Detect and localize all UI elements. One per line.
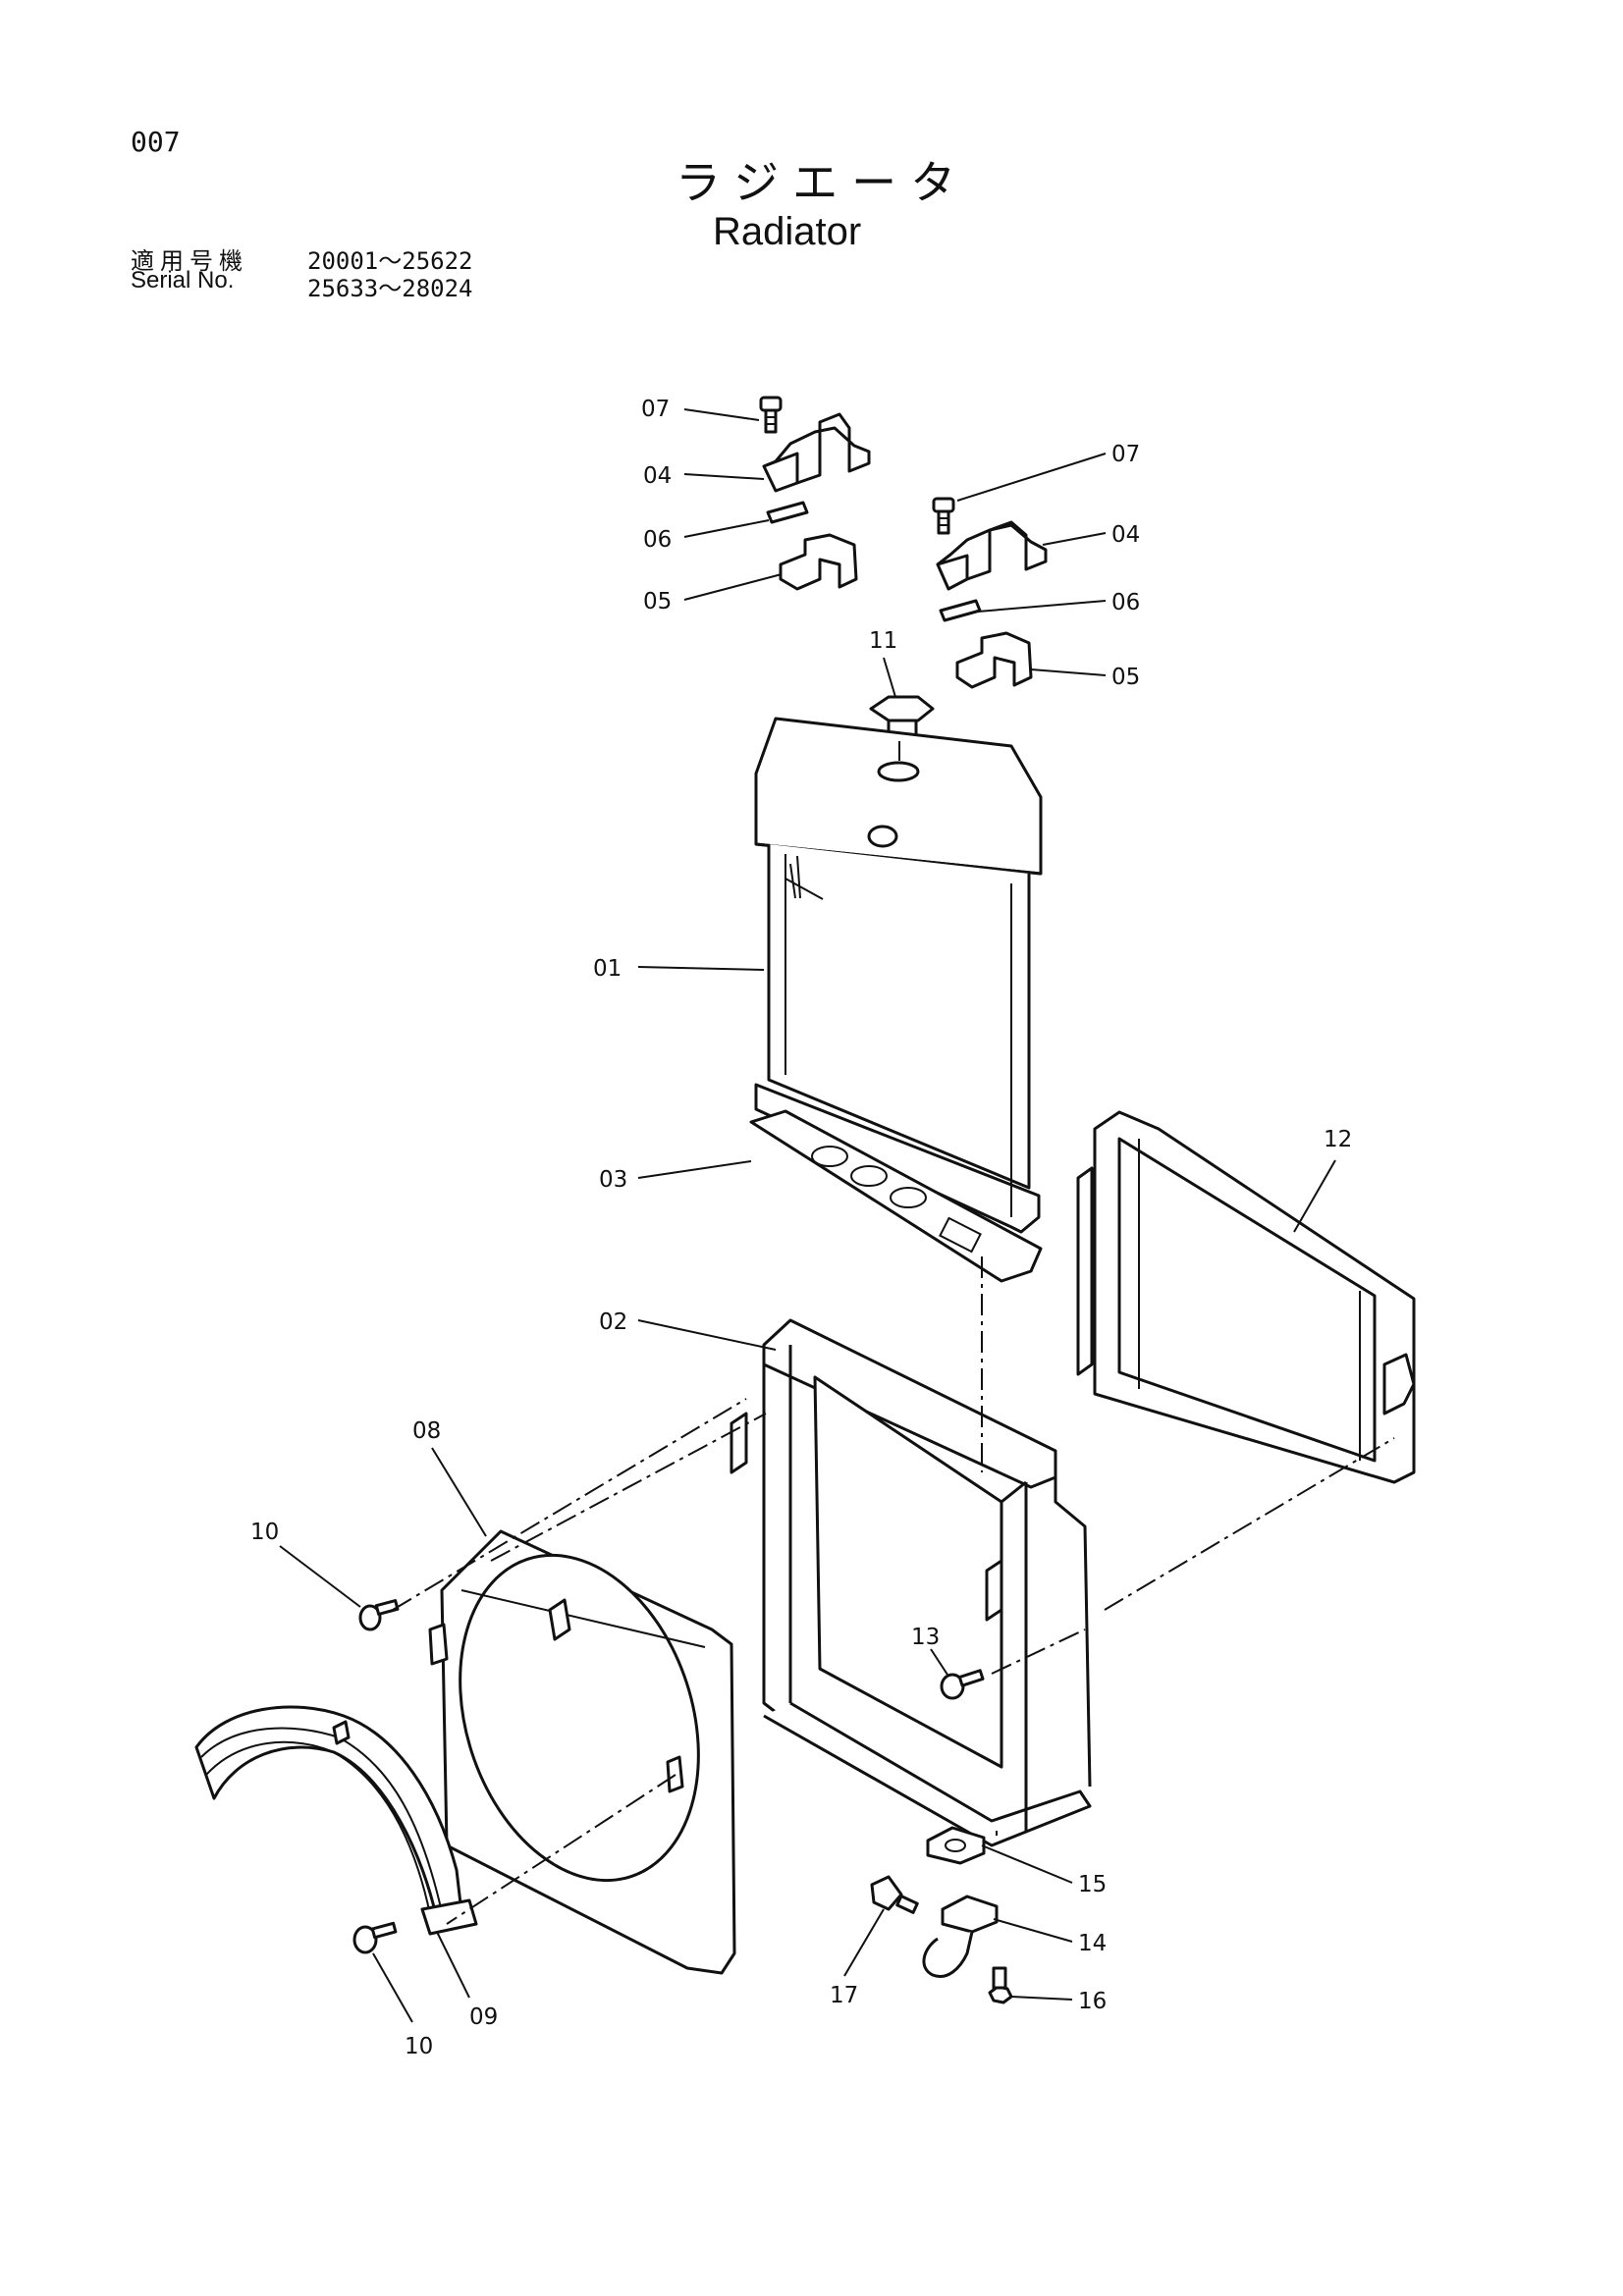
drain-valve-17 (870, 1875, 919, 1914)
serial-label-english: Serial No. (131, 267, 235, 294)
elbow-14 (922, 1895, 999, 1978)
page-title-japanese: ラジエータ (676, 156, 970, 209)
callout-03: 03 (599, 1167, 627, 1193)
callout-16: 16 (1078, 1989, 1107, 2014)
rubber-05-right (955, 631, 1033, 689)
callout-labels: 07 04 06 05 07 04 06 05 11 01 03 02 08 1… (250, 397, 1352, 2059)
callout-17: 17 (830, 1983, 858, 2008)
serial-label-japanese: 適用号機 (131, 247, 248, 275)
callout-02: 02 (599, 1309, 627, 1335)
serial-range-1: 20001～25622 (307, 247, 473, 275)
oil-cooler-12 (1076, 1110, 1416, 1484)
callout-14: 14 (1078, 1931, 1107, 1956)
fan-shroud-08 (428, 1529, 736, 1975)
shim-06-left (766, 501, 809, 524)
callout-11: 11 (869, 628, 897, 654)
shroud-frame-02 (730, 1318, 1092, 1847)
clamp-04-left (762, 412, 871, 493)
page-title-english: Radiator (713, 210, 862, 253)
bolt-07-left (759, 396, 783, 434)
shim-06-right (939, 599, 982, 622)
callout-12: 12 (1324, 1127, 1352, 1152)
gasket-15 (926, 1826, 986, 1865)
leader-lines (279, 408, 1336, 2023)
bolt-13 (940, 1669, 985, 1700)
callout-05-right: 05 (1111, 665, 1140, 690)
callout-07-left: 07 (641, 397, 670, 422)
bolt-10-lower (352, 1921, 398, 1954)
clamp-04-right (936, 520, 1048, 591)
callout-05-left: 05 (643, 589, 672, 614)
bolt-10-upper (358, 1599, 400, 1631)
callout-04-left: 04 (643, 463, 672, 489)
seal-plate-03 (749, 1109, 1043, 1283)
radiator-core-01 (754, 717, 1043, 1234)
assembly-chain-lines (392, 741, 1395, 1925)
callout-06-left: 06 (643, 527, 672, 553)
callout-01: 01 (593, 956, 622, 982)
callout-15: 15 (1078, 1872, 1107, 1897)
callout-07-right: 07 (1111, 442, 1140, 467)
callout-04-right: 04 (1111, 522, 1140, 548)
callout-08: 08 (412, 1418, 441, 1444)
rubber-05-left (779, 533, 858, 591)
bolt-07-right (932, 497, 955, 535)
callout-10-upper: 10 (250, 1520, 279, 1545)
bolt-16 (988, 1966, 1013, 2004)
fan-guard-09 (194, 1705, 478, 1936)
callout-10-lower: 10 (405, 2034, 433, 2059)
serial-range-2: 25633～28024 (307, 275, 473, 302)
callout-06-right: 06 (1111, 590, 1140, 615)
callout-13: 13 (911, 1625, 940, 1650)
page-number: 007 (131, 126, 181, 158)
callout-09: 09 (469, 2004, 498, 2030)
